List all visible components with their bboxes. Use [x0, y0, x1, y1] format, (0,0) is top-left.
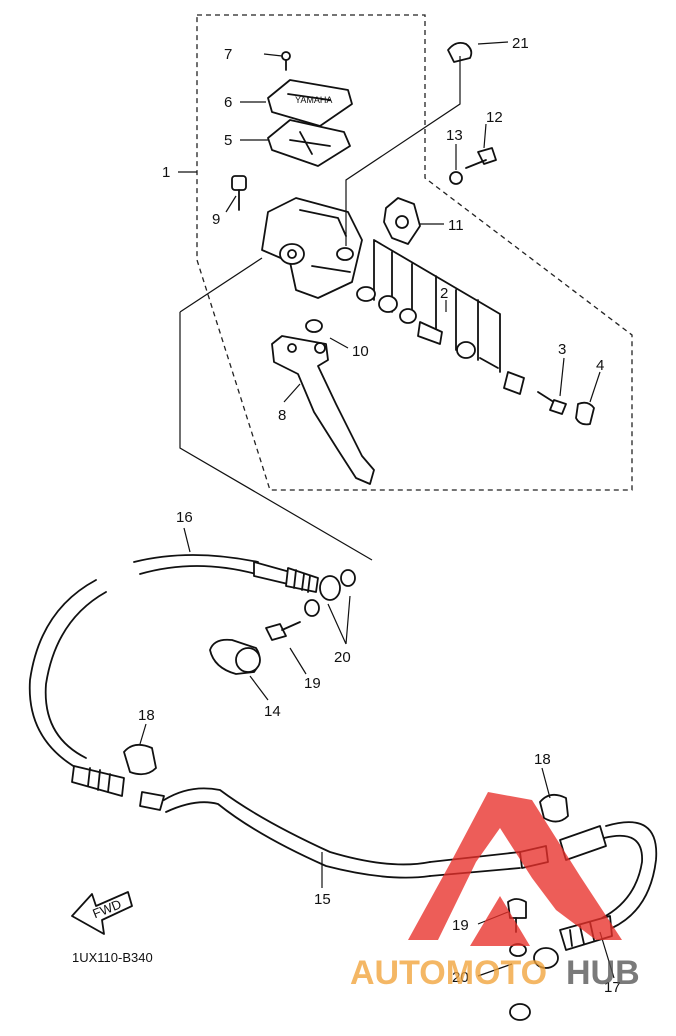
reservoir-cap-group: YAMAHA [267, 51, 353, 167]
callout-19-lower: 19 [452, 917, 469, 934]
watermark-logo [408, 792, 622, 946]
lever-nut [305, 319, 323, 333]
callout-5: 5 [224, 132, 232, 149]
fwd-arrow-icon: FWD [71, 891, 133, 935]
brake-lever [271, 335, 375, 485]
callout-12: 12 [486, 109, 503, 126]
watermark-text-a: AUTOMOTO [350, 954, 547, 992]
callout-17: 17 [604, 979, 621, 996]
callout-19-upper: 19 [304, 675, 321, 692]
bolt [477, 147, 497, 165]
grommet-left [123, 743, 157, 776]
callout-9: 9 [212, 211, 220, 228]
callout-15: 15 [314, 891, 331, 908]
grommet-right [539, 793, 569, 823]
callout-14: 14 [264, 703, 281, 720]
master-cylinder-body [231, 175, 363, 299]
dust-boot [575, 401, 595, 426]
callout-10: 10 [352, 343, 369, 360]
callout-1: 1 [162, 164, 170, 181]
reservoir-cap [267, 79, 353, 127]
callout-20-lower: 20 [452, 969, 469, 986]
bracket [383, 197, 421, 245]
copper-washer-lower [509, 1003, 531, 1021]
callout-2: 2 [440, 285, 448, 302]
callout-20-upper: 20 [334, 649, 351, 666]
part-code: 1UX110-B340 [72, 950, 153, 965]
callout-4: 4 [596, 357, 604, 374]
assembly-boundary [196, 14, 633, 491]
callout-7: 7 [224, 46, 232, 63]
piston-kit [356, 239, 595, 426]
banjo-bolt-lower [507, 898, 527, 919]
cap-screw [281, 51, 291, 61]
callout-13: 13 [446, 127, 463, 144]
callout-16: 16 [176, 509, 193, 526]
callout-8: 8 [278, 407, 286, 424]
callout-18-right: 18 [534, 751, 551, 768]
callout-6: 6 [224, 94, 232, 111]
watermark: AUTOMOTO HUB [350, 792, 640, 992]
callout-18-left: 18 [138, 707, 155, 724]
svg-text:YAMAHA: YAMAHA [295, 95, 332, 105]
washer [449, 171, 463, 185]
callout-11: 11 [448, 217, 464, 234]
callout-21: 21 [512, 35, 529, 52]
banjo-bolt [265, 623, 287, 641]
callout-3: 3 [558, 341, 566, 358]
reservoir-plug [447, 41, 473, 63]
callout-numbers: 7 6 5 1 9 21 12 13 11 2 10 3 4 8 16 20 1… [138, 35, 621, 996]
leader-lines [139, 41, 615, 979]
watermark-text-b: HUB [566, 954, 640, 992]
brake-hose-upper [133, 554, 356, 617]
